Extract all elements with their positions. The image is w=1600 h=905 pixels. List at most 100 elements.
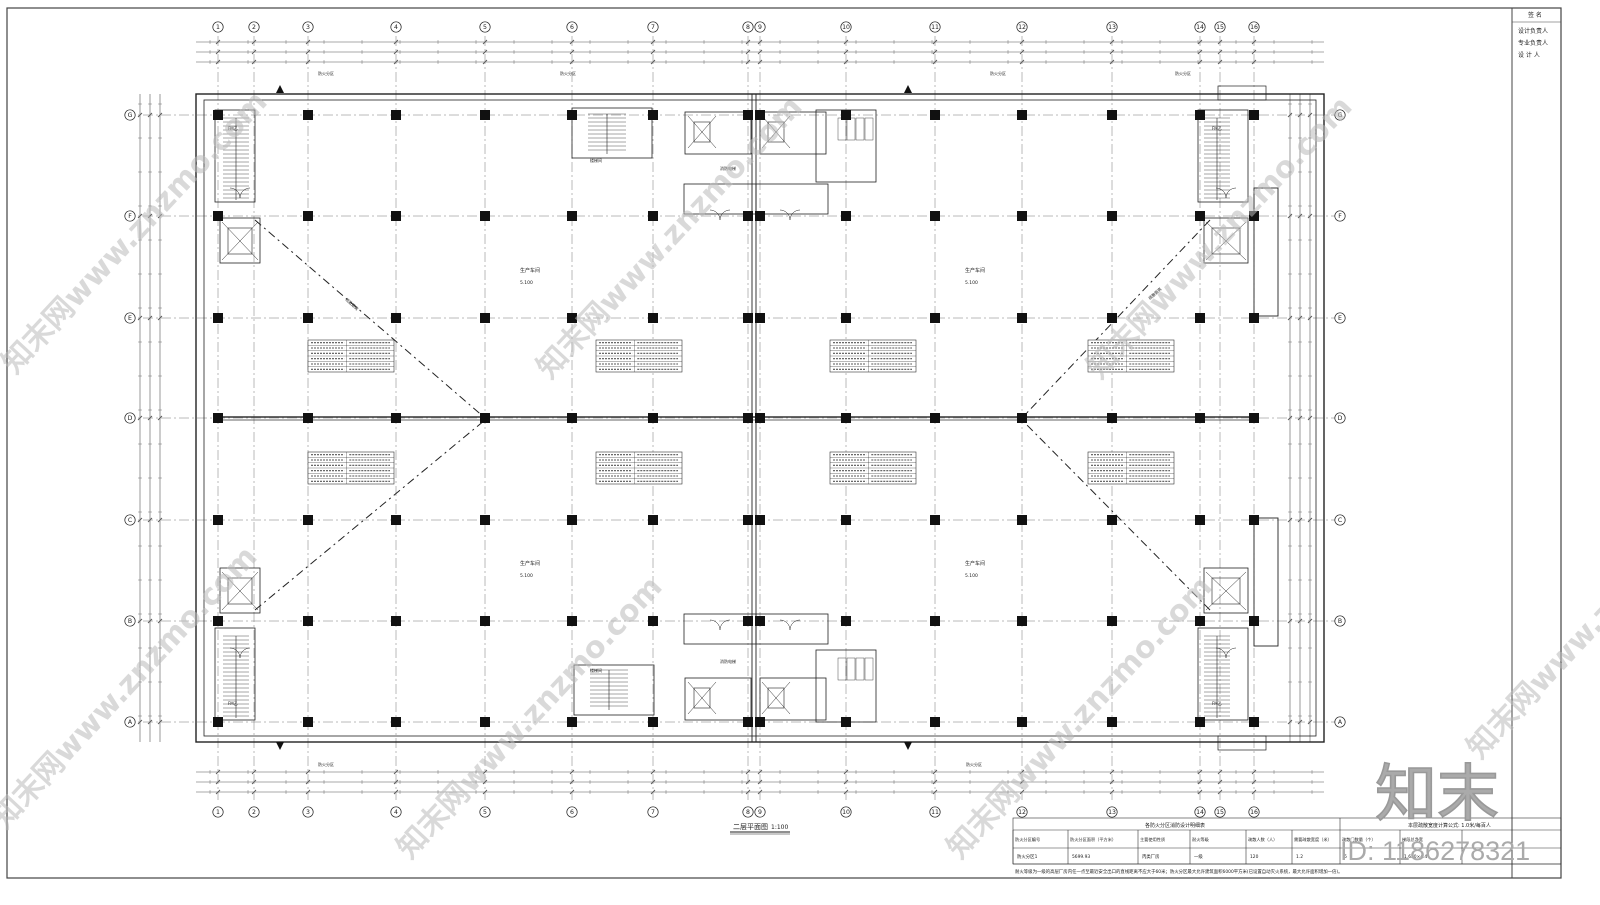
legend-header-7: 梯段总净宽 [1402, 836, 1424, 843]
legend-header-6: 疏散门数量（个） [1342, 836, 1376, 843]
axis-bubble-5-bottom [479, 806, 491, 818]
axis-bubble-6-bottom [566, 806, 578, 818]
legend-cell-4: 120 [1250, 854, 1259, 860]
axis-label-11: 11 [931, 24, 939, 31]
axis-label-16: 16 [1250, 24, 1258, 31]
title-row-2: 专业负责人 [1518, 39, 1548, 47]
axis-bubble-C-left [124, 514, 136, 526]
axis-bubble-A-right [1334, 716, 1346, 728]
axis-bubble-14-top [1194, 21, 1206, 33]
axis-label-2: 2 [252, 24, 256, 31]
axis-bubble-12-top [1016, 21, 1028, 33]
stair-label-1: 楼梯间 [590, 157, 602, 163]
axis-label-9: 9 [758, 24, 762, 31]
door-tag-2: FM乙 [1212, 125, 1222, 131]
legend-header-1: 防火分区面积（平方米） [1070, 836, 1116, 843]
axis-bubble-D-left [124, 412, 136, 424]
plan-scale: 1:100 [771, 824, 788, 831]
axis-label-9: 9 [758, 809, 762, 816]
workshop-label-ne: 生产车间 [965, 267, 985, 274]
axis-bubble-9-bottom [754, 806, 766, 818]
zone-info-tables [307, 339, 1175, 485]
legend-cell-0: 防火分区1 [1017, 853, 1038, 860]
axis-label-10: 10 [842, 24, 850, 31]
legend-right-title: 本层疏散宽度计算公式: 1.0米/每百人 [1408, 822, 1491, 829]
axis-label-B: B [1338, 618, 1342, 625]
legend-cell-6: 6 [1344, 854, 1347, 860]
axis-bubble-13-top [1106, 21, 1118, 33]
axis-label-A: A [1338, 719, 1343, 726]
axis-bubble-B-left [124, 615, 136, 627]
axis-bubble-11-top [929, 21, 941, 33]
axis-bubble-4-bottom [390, 806, 402, 818]
axis-label-15: 15 [1216, 809, 1224, 816]
axis-bubble-13-bottom [1106, 806, 1118, 818]
axis-label-E: E [1338, 315, 1342, 322]
fire-zone-label-5: 防火分区 [966, 761, 982, 767]
sheet-border [6, 7, 1562, 879]
door-tag-3: FM乙 [228, 700, 238, 706]
axis-label-G: G [128, 112, 133, 119]
legend-cell-5: 1.2 [1296, 854, 1303, 860]
room-label-2: 消防电梯 [720, 658, 736, 664]
door-tag-1: FM乙 [228, 125, 238, 131]
legend-header-3: 耐火等级 [1192, 836, 1210, 843]
legend-cell-2: 丙类厂房 [1142, 853, 1160, 860]
axis-bubble-7-top [647, 21, 659, 33]
legend-cell-3: 一级 [1194, 853, 1203, 860]
axis-bubble-9-top [754, 21, 766, 33]
legend-header-5: 需要疏散宽度（米） [1294, 836, 1332, 843]
axis-label-A: A [128, 719, 133, 726]
axis-bubble-3-bottom [302, 806, 314, 818]
axis-label-12: 12 [1018, 24, 1026, 31]
axis-bubble-A-left [124, 716, 136, 728]
axis-label-C: C [1338, 517, 1342, 524]
axis-bubble-B-right [1334, 615, 1346, 627]
door-tag-4: FM乙 [1212, 700, 1222, 706]
watermark-logo: 知末 [1375, 760, 1499, 829]
axis-label-12: 12 [1018, 809, 1026, 816]
workshop-label-sw: 生产车间 [520, 560, 540, 567]
axis-bubble-8-top [742, 21, 754, 33]
axis-bubble-11-bottom [929, 806, 941, 818]
axis-label-13: 13 [1108, 809, 1116, 816]
axis-label-14: 14 [1196, 24, 1204, 31]
elev-mark-nw: 5.100 [520, 280, 533, 286]
axis-bubble-16-bottom [1248, 806, 1260, 818]
axis-bubble-15-top [1214, 21, 1226, 33]
axis-label-D: D [1338, 415, 1343, 422]
legend-header-2: 主要使用性质 [1140, 836, 1165, 843]
axis-label-G: G [1338, 112, 1343, 119]
title-block: 签 名 设计负责人 专业负责人 设 计 人 [1511, 8, 1561, 878]
axis-label-7: 7 [651, 809, 655, 816]
fire-zone-label-1: 防火分区 [318, 70, 334, 76]
axis-bubble-12-bottom [1016, 806, 1028, 818]
axis-label-1: 1 [216, 809, 220, 816]
legend-header-4: 疏散人数（人） [1248, 836, 1277, 843]
axis-bubble-10-top [840, 21, 852, 33]
axis-label-8: 8 [746, 24, 750, 31]
workshop-label-nw: 生产车间 [520, 267, 540, 274]
axis-label-5: 5 [483, 809, 487, 816]
section-markers [276, 85, 912, 750]
axis-label-5: 5 [483, 24, 487, 31]
service-cores [214, 107, 1249, 723]
title-stamp-label: 签 名 [1528, 11, 1542, 19]
fire-zone-label-4: 防火分区 [1175, 70, 1191, 76]
stair-label-2: 楼梯间 [590, 667, 602, 673]
axis-bubble-D-right [1334, 412, 1346, 424]
title-row-1: 设计负责人 [1518, 27, 1548, 35]
axis-label-2: 2 [252, 809, 256, 816]
legend-left-title: 各防火分区消防设计明细表 [1145, 822, 1205, 829]
axis-bubble-G-left [124, 109, 136, 121]
elev-mark-se: 5.100 [965, 573, 978, 579]
axis-label-B: B [128, 618, 132, 625]
axis-label-F: F [128, 213, 132, 220]
axis-bubble-F-right [1334, 210, 1346, 222]
axis-bubble-G-right [1334, 109, 1346, 121]
axis-bubble-1-bottom [212, 806, 224, 818]
axis-label-3: 3 [306, 809, 310, 816]
axis-bubble-5-top [479, 21, 491, 33]
axis-label-3: 3 [306, 24, 310, 31]
